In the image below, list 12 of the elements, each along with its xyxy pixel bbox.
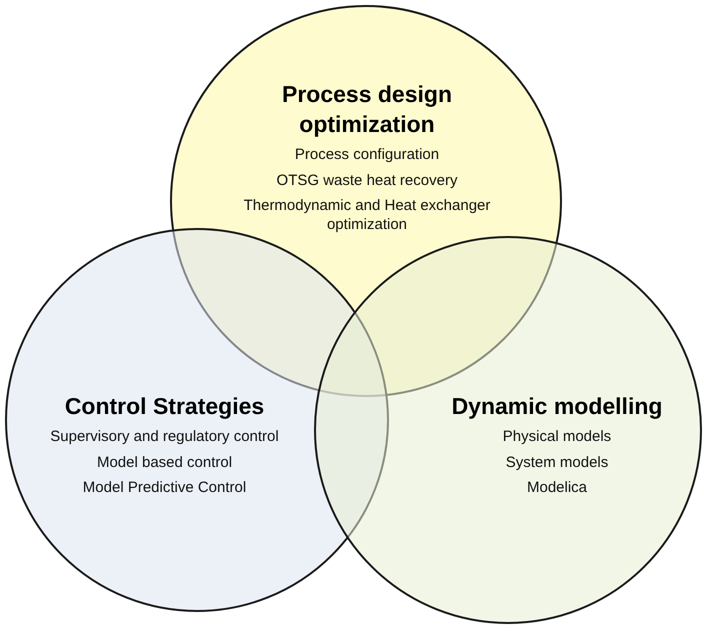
circle-item: Thermodynamic and Heat exchanger optimization xyxy=(242,197,492,235)
circle-item: OTSG waste heat recovery xyxy=(276,172,458,190)
circle-heading: Process design optimization xyxy=(280,80,454,139)
circle-heading: Control Strategies xyxy=(64,392,264,421)
circle-item: Model Predictive Control xyxy=(82,479,246,498)
circle-item: Supervisory and regulatory control xyxy=(50,428,279,447)
circle-heading: Dynamic modelling xyxy=(452,392,662,421)
circle-item: Model based control xyxy=(96,454,232,472)
circle-item: Physical models xyxy=(502,428,612,447)
circle-item: Process configuration xyxy=(294,146,440,165)
circle-item: Modelica xyxy=(526,479,588,498)
circle-item: System models xyxy=(506,454,608,472)
